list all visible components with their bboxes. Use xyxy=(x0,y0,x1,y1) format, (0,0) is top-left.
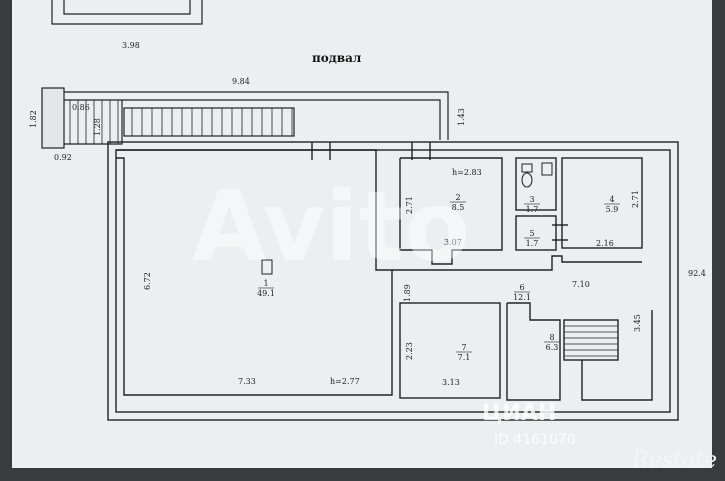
room-5-wall xyxy=(515,215,557,251)
room-area: 8.5 xyxy=(452,203,465,212)
dim-overall-right: 92.4 xyxy=(688,269,706,278)
room-8-stair-steps xyxy=(564,325,618,357)
room-area: 6.3 xyxy=(546,343,559,352)
dim-room-7-bottom: 3.13 xyxy=(442,378,460,387)
toilet-bowl-icon xyxy=(521,172,533,188)
room-area: 1.7 xyxy=(526,239,539,248)
room-8-stair xyxy=(563,319,619,361)
room-number: 3 xyxy=(529,195,534,204)
dim-stair-run: 9.84 xyxy=(232,77,250,86)
dim-room-7-left: 2.23 xyxy=(405,342,414,360)
dim-room-8-right: 3.45 xyxy=(633,314,642,332)
entrance-steps xyxy=(69,100,119,144)
cian-watermark: ЦИАН xyxy=(482,401,556,426)
room-area: 7.1 xyxy=(458,353,471,362)
entrance-lower xyxy=(64,100,123,145)
dim-room-1-ceiling: h=2.77 xyxy=(330,377,360,386)
room-8-wall xyxy=(506,302,561,401)
dim-stair-bottom: 0.92 xyxy=(54,153,72,162)
avito-watermark: Avito xyxy=(192,171,470,283)
dim-room-2-bottom: 3.07 xyxy=(444,238,462,247)
floor-plan-sheet: подвал 3.98 9.84 0.86 1.82 0.92 1.28 1.4… xyxy=(12,0,712,468)
restate-logo: Restate xyxy=(632,448,717,473)
room-2-wall xyxy=(399,157,503,265)
toilet-icon xyxy=(521,163,533,173)
dim-corridor-left: 1.89 xyxy=(403,284,412,302)
room-1-wall xyxy=(116,149,393,396)
stair-flight xyxy=(123,107,295,137)
room-number: 2 xyxy=(455,193,460,202)
room-number: 6 xyxy=(519,283,524,292)
room-area: 5.9 xyxy=(606,205,619,214)
room-4-wall xyxy=(561,157,643,249)
room-number: 5 xyxy=(529,229,534,238)
dim-top-room-width: 3.98 xyxy=(122,41,140,50)
room-number: 4 xyxy=(609,195,614,204)
room-area: 1.7 xyxy=(526,205,539,214)
top-room-outline xyxy=(51,0,203,25)
room-1-fixture xyxy=(261,259,273,275)
dim-room-2-ceiling: h=2.83 xyxy=(452,168,482,177)
top-room-inner xyxy=(63,0,191,15)
cian-id-watermark: ID 4161070 xyxy=(494,432,576,448)
dim-room-1-height: 6.72 xyxy=(143,272,152,290)
entrance-passage xyxy=(64,91,449,140)
floor-plan: подвал 3.98 9.84 0.86 1.82 0.92 1.28 1.4… xyxy=(29,0,706,448)
dim-corridor-width: 7.10 xyxy=(572,280,590,289)
dim-stair-height-left: 1.82 xyxy=(29,110,38,128)
room-8-lower xyxy=(581,310,653,401)
room-number: 8 xyxy=(549,333,554,342)
dim-stair-inner: 1.28 xyxy=(93,118,102,136)
dim-room-2-left: 2.71 xyxy=(405,196,414,214)
sink-icon xyxy=(541,162,553,176)
inner-wall xyxy=(115,149,671,413)
entrance-passage-inner xyxy=(64,99,441,140)
room-area: 49.1 xyxy=(257,289,275,298)
dim-stair-right: 1.43 xyxy=(457,108,466,126)
dim-stair-width-a: 0.86 xyxy=(72,103,90,112)
dim-room-4-right: 2.71 xyxy=(631,190,640,208)
plan-title: подвал xyxy=(312,51,362,65)
room-3-wall xyxy=(515,157,557,211)
entrance-stair-block xyxy=(41,87,65,149)
outer-wall xyxy=(107,141,679,421)
room-7-wall xyxy=(399,302,501,399)
room-area: 12.1 xyxy=(513,293,531,302)
dim-room-1-width: 7.33 xyxy=(238,377,256,386)
corridor-wall xyxy=(392,255,642,271)
room-number: 7 xyxy=(461,343,466,352)
dim-room-4-bottom: 2.16 xyxy=(596,239,614,248)
room-number: 1 xyxy=(263,279,268,288)
stair-steps xyxy=(131,108,293,136)
